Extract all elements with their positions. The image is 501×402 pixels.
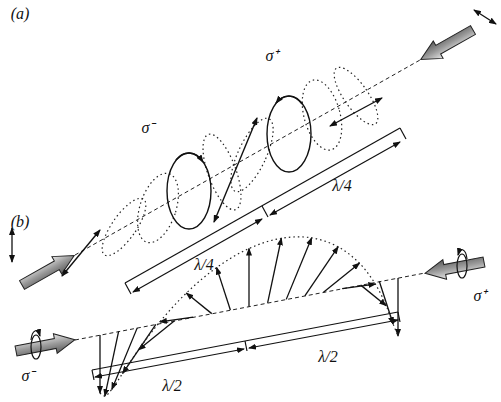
field-vector (286, 238, 311, 300)
field-vector (305, 247, 338, 296)
field-vector (105, 331, 119, 396)
polarization-label: σ⁻ (21, 368, 36, 384)
laser-beam-left (14, 330, 77, 361)
circular-polarization (167, 153, 211, 229)
laser-beam-right (416, 21, 478, 68)
linear-polarization (330, 98, 382, 126)
laser-beam-left (17, 247, 79, 294)
field-vector (112, 328, 137, 390)
rotating-polarization (100, 237, 398, 396)
panel-letter: (b) (10, 214, 31, 230)
distance-label: λ/4 (193, 257, 214, 273)
panel-b (14, 237, 486, 396)
distance-label: λ/4 (331, 178, 352, 194)
field-vector (160, 317, 193, 322)
field-vector (397, 278, 398, 336)
envelope-curve (100, 237, 398, 396)
linear-polarization (62, 230, 100, 276)
polarization-arrow (11, 228, 12, 262)
polarization-arrow (474, 10, 496, 24)
field-vector (186, 293, 211, 314)
beam-axis (75, 273, 425, 340)
panel-a (12, 10, 496, 294)
distance-label: λ/2 (161, 378, 182, 394)
polarization-label: σ⁻ (141, 120, 156, 136)
distance-label: λ/2 (317, 349, 338, 365)
field-vector (324, 263, 360, 292)
field-vector (361, 285, 386, 306)
circular-polarization (267, 96, 311, 172)
field-vector (217, 268, 231, 310)
distance-ruler (92, 312, 400, 380)
field-vector (139, 321, 175, 350)
field-vector (248, 249, 249, 307)
laser-beam-right (423, 252, 486, 283)
beam-axis (75, 60, 420, 255)
rotation-arrow (176, 153, 203, 162)
field-vector (268, 238, 282, 303)
rotation-arrow (276, 96, 302, 104)
polarization-label: σ⁺ (473, 288, 488, 304)
field-vector (379, 282, 393, 324)
panel-letter: (a) (10, 6, 31, 22)
polarization-label: σ⁺ (265, 48, 280, 64)
field-vector (99, 335, 100, 393)
linear-polarization (214, 118, 257, 222)
field-vector (342, 284, 375, 289)
distance-ruler (125, 128, 406, 294)
